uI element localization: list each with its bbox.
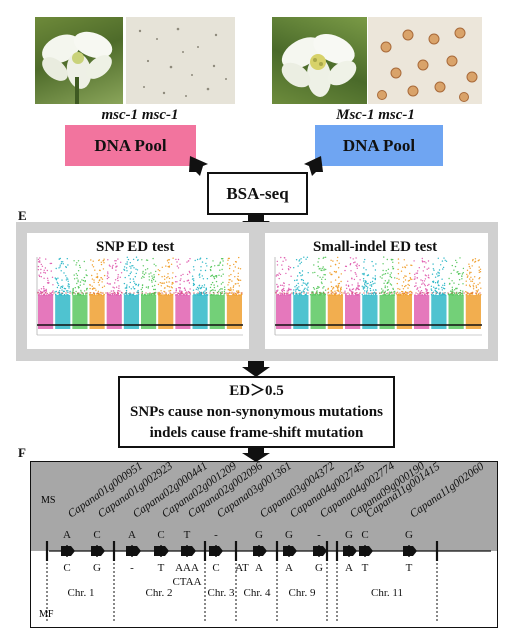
chromosome-label: Chr. 11 xyxy=(371,587,403,599)
mf-allele: AT xyxy=(235,562,249,574)
ms-band xyxy=(31,462,497,551)
mf-allele: G xyxy=(93,562,101,574)
ms-allele: A xyxy=(128,529,136,541)
ms-allele: G xyxy=(345,529,353,541)
ms-allele: C xyxy=(157,529,164,541)
filter-criteria-box: ED＞0.5 SNPs cause non-synonymous mutatio… xyxy=(118,376,395,448)
pollen-image-msc xyxy=(126,17,235,104)
snp-manhattan-plot xyxy=(36,256,243,336)
mf-allele: T xyxy=(158,562,165,574)
gene-arrow xyxy=(313,546,327,556)
mf-allele: A xyxy=(345,562,353,574)
arrow-plots-down xyxy=(242,361,270,377)
chromosome-label: Chr. 3 xyxy=(208,587,235,599)
mf-allele: AAA xyxy=(175,562,199,574)
mf-allele: A xyxy=(255,562,263,574)
ms-allele: A xyxy=(63,529,71,541)
genotype-right: Msc-1 msc-1 xyxy=(336,107,415,123)
chromosome-label: Chr. 2 xyxy=(146,587,173,599)
ms-allele: T xyxy=(184,529,191,541)
gene-map-diagram: Capana01g000951Capana01g002923Capana02g0… xyxy=(45,462,491,622)
chromosome-block xyxy=(191,257,209,329)
chromosome-block xyxy=(309,256,327,329)
arrow-right-pool xyxy=(304,156,323,176)
chromosome-label: Chr. 1 xyxy=(68,587,95,599)
chromosome-block xyxy=(413,257,430,329)
ms-allele: C xyxy=(93,529,100,541)
chromosome-block xyxy=(226,256,243,329)
panel-label-e: E xyxy=(18,208,27,223)
ms-label: MS xyxy=(41,495,56,506)
flower-photo-msc-het xyxy=(272,17,367,104)
indel-plot-title: Small-indel ED test xyxy=(313,239,438,255)
filter-line-2: SNPs cause non-synonymous mutations xyxy=(130,403,383,420)
gene-arrow xyxy=(61,546,75,556)
indel-plot-area xyxy=(265,233,488,349)
bsa-seq-box: BSA-seq xyxy=(207,172,308,215)
mf-allele-extra: CTAA xyxy=(172,576,201,588)
gene-arrow xyxy=(91,546,105,556)
gene-arrow xyxy=(126,546,141,556)
mf-label: MF xyxy=(39,609,54,620)
chromosome-label: Chr. 4 xyxy=(244,587,271,599)
flower-photo-msc xyxy=(35,17,123,104)
indel-manhattan-plot xyxy=(274,256,482,336)
dna-pool-right: DNA Pool xyxy=(315,125,443,166)
gene-arrow xyxy=(343,546,357,556)
arrow-filter-down xyxy=(242,448,270,462)
chromosome-block xyxy=(89,258,106,329)
chromosome-block xyxy=(396,258,413,329)
dna-pool-left: DNA Pool xyxy=(65,125,196,166)
chromosome-block xyxy=(344,257,361,329)
chromosome-block xyxy=(447,257,465,329)
chromosome-block xyxy=(37,257,54,329)
mf-allele: T xyxy=(406,562,413,574)
mf-allele: C xyxy=(212,562,219,574)
gene-arrow xyxy=(253,546,267,556)
genotype-left: msc-1 msc-1 xyxy=(101,107,179,123)
chromosome-block xyxy=(71,260,88,329)
snp-plot-title: SNP ED test xyxy=(96,239,175,255)
snp-plot-area xyxy=(27,233,249,349)
chromosome-block xyxy=(106,258,123,329)
chromosome-block xyxy=(379,256,396,329)
chromosome-block xyxy=(123,256,140,329)
ms-allele: - xyxy=(317,529,321,541)
mf-allele: C xyxy=(63,562,70,574)
chromosome-block xyxy=(327,256,343,329)
chromosome-block xyxy=(275,256,292,329)
mf-allele: T xyxy=(362,562,369,574)
pollen-image-msc-het xyxy=(368,17,482,104)
chromosome-block xyxy=(430,257,448,329)
panel-label-f: F xyxy=(18,445,26,460)
filter-line-3: indels cause frame-shift mutation xyxy=(149,424,364,441)
ms-allele: G xyxy=(255,529,263,541)
ms-allele: G xyxy=(405,529,413,541)
chromosome-block xyxy=(209,258,226,329)
ms-allele: - xyxy=(214,529,218,541)
chromosome-block xyxy=(361,258,378,329)
filter-line-1: ED＞0.5 xyxy=(229,382,284,399)
chromosome-block xyxy=(140,257,157,329)
mf-allele: - xyxy=(130,562,134,574)
ms-allele: C xyxy=(361,529,368,541)
gene-arrow xyxy=(403,546,417,556)
ms-allele: G xyxy=(285,529,293,541)
gene-arrow xyxy=(283,546,297,556)
mf-allele: A xyxy=(285,562,293,574)
chromosome-block xyxy=(157,257,174,329)
arrow-left-pool xyxy=(189,156,208,176)
gene-arrow xyxy=(359,546,373,556)
mf-allele: G xyxy=(315,562,323,574)
chromosome-block xyxy=(465,258,482,329)
chromosome-block xyxy=(174,258,191,329)
chromosome-label: Chr. 9 xyxy=(289,587,316,599)
chromosome-block xyxy=(54,257,71,329)
gene-arrow xyxy=(181,546,196,556)
